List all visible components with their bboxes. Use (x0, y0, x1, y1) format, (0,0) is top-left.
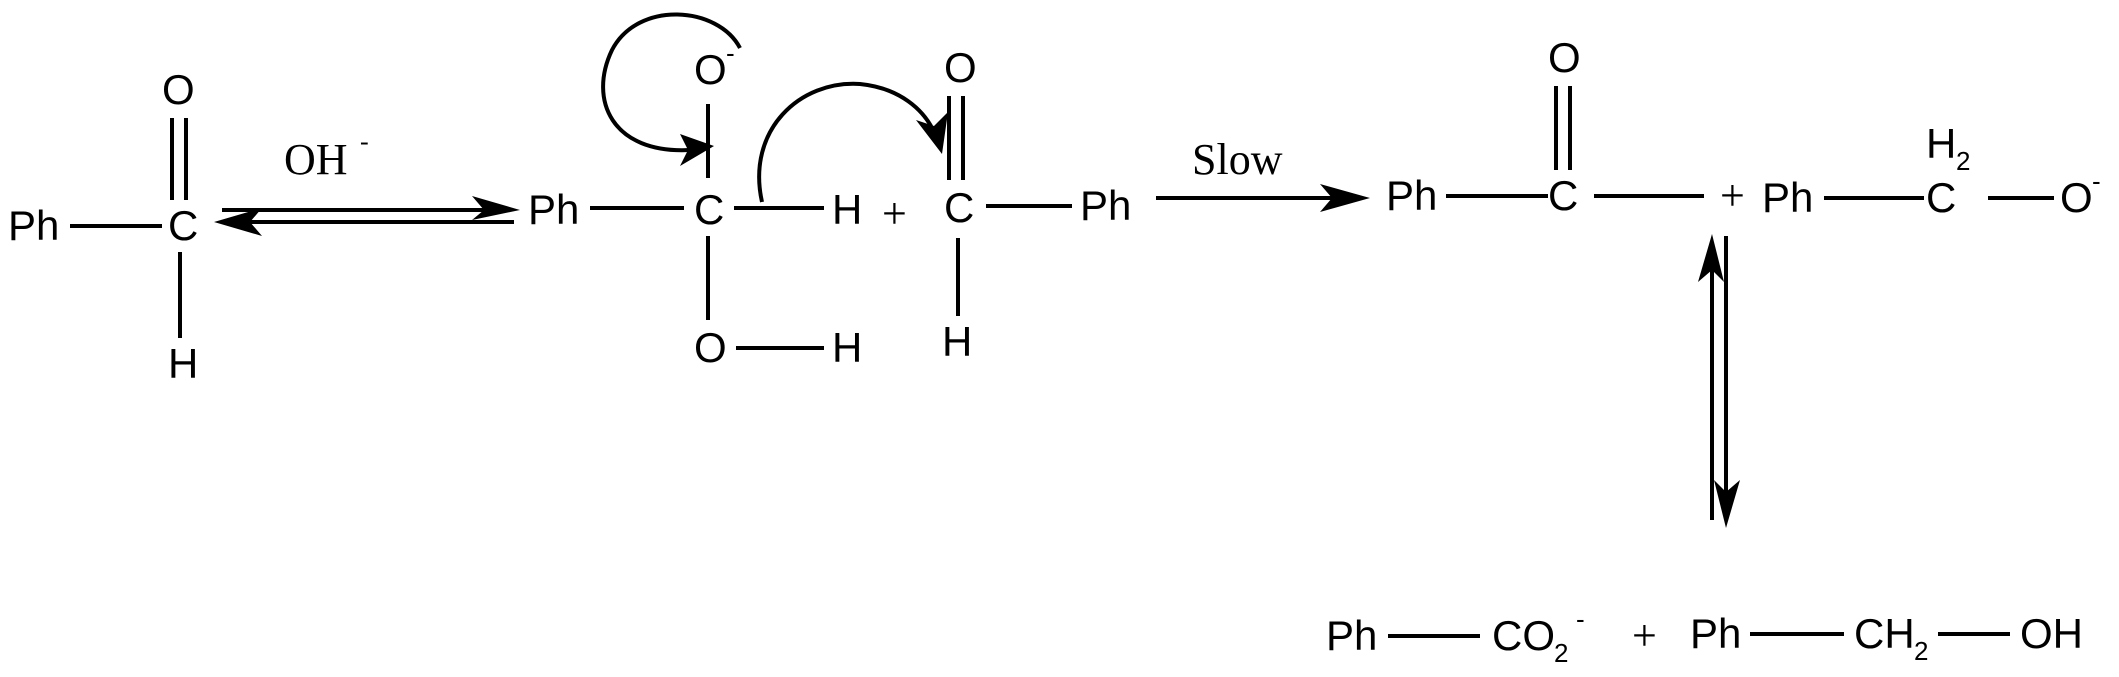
benzaldehyde-reactant: Ph C O H (8, 66, 198, 387)
hydride-hydrogen-label: H (832, 186, 862, 233)
phenyl-label: Ph (1762, 174, 1813, 221)
benzaldehyde-second: C O Ph H (942, 44, 1131, 365)
slow-arrow-head (1320, 184, 1370, 212)
reverse-arrow-head (214, 208, 262, 236)
carbon-label: C (694, 186, 724, 233)
carboxyl-subscript: 2 (1554, 638, 1568, 668)
plus-sign: + (882, 189, 907, 238)
oxygen-label: O (162, 66, 195, 113)
oxygen-label: O (1548, 34, 1581, 81)
plus-sign: + (1632, 611, 1657, 660)
curved-arrow-hydride-head (916, 112, 948, 154)
hydrogen-label: H (168, 340, 198, 387)
hydroxyl-label: OH (2020, 610, 2083, 657)
slow-step-arrow: Slow (1156, 135, 1370, 212)
down-arrow-head (1714, 480, 1740, 528)
methylene-subscript: 2 (1914, 636, 1928, 666)
slow-label: Slow (1192, 135, 1283, 184)
phenyl-label: Ph (1080, 182, 1131, 229)
benzoic-acid-product: Ph C O (1386, 34, 1704, 219)
hydrogen-label: H (832, 324, 862, 371)
carbon-label: C (944, 184, 974, 231)
curved-arrow-hydride (757, 81, 936, 203)
hydrogen-label: H (942, 318, 972, 365)
forward-arrow-head (472, 196, 520, 220)
benzoate-product: Ph CO 2 - (1326, 604, 1585, 668)
methylene-hydrogen-label: H (1926, 120, 1956, 167)
oxygen-charge: - (726, 38, 735, 68)
equilibrium-arrows-2 (1698, 234, 1740, 528)
oxygen-label: O (944, 44, 977, 91)
phenyl-label: Ph (1386, 172, 1437, 219)
methylene-label: CH (1854, 610, 1915, 657)
hydroxide-charge: - (360, 127, 369, 156)
oxygen-label: O (694, 324, 727, 371)
hydroxide-label: OH (284, 135, 348, 184)
phenyl-label: Ph (8, 202, 59, 249)
phenyl-label: Ph (1690, 610, 1741, 657)
benzyl-alkoxide-product: Ph C H 2 O - (1762, 120, 2101, 221)
benzyl-alcohol-product: Ph CH 2 OH (1690, 610, 2083, 666)
methylene-subscript: 2 (1956, 146, 1970, 176)
carbon-label: C (168, 202, 198, 249)
equilibrium-arrows-1: OH - (214, 127, 520, 236)
carbon-label: C (1926, 174, 1956, 221)
up-arrow-head (1698, 234, 1724, 282)
oxygen-anion-label: O (2060, 174, 2093, 221)
curved-arrow-oxygen (601, 12, 742, 153)
carboxyl-label: CO (1492, 612, 1555, 659)
carbon-label: C (1548, 172, 1578, 219)
phenyl-label: Ph (528, 186, 579, 233)
carboxylate-charge: - (1576, 604, 1585, 634)
oxygen-charge: - (2092, 166, 2101, 196)
curved-arrow-oxygen-head (680, 134, 714, 166)
tetrahedral-intermediate: Ph C O - O H H (528, 12, 948, 371)
plus-sign: + (1720, 171, 1745, 220)
oxygen-anion-label: O (694, 46, 727, 93)
phenyl-label: Ph (1326, 612, 1377, 659)
